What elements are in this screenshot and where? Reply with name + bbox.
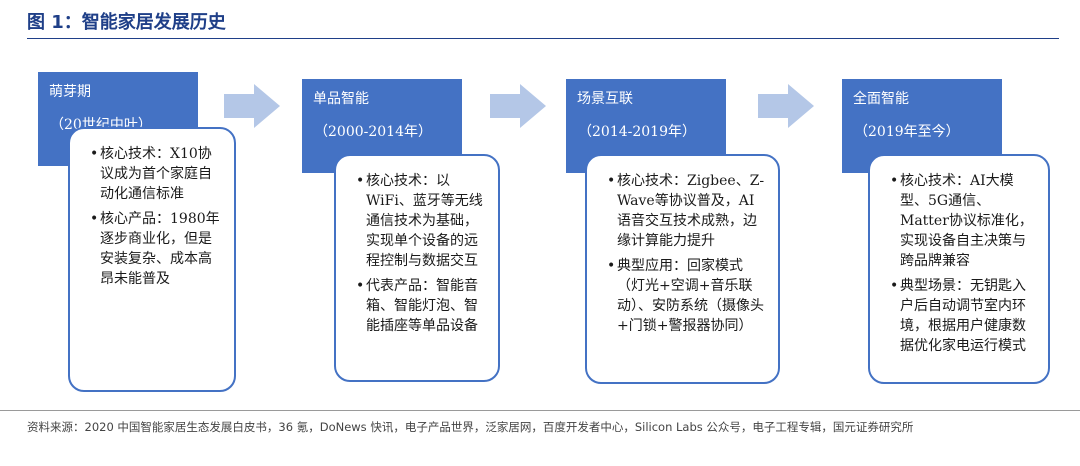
stage-3-item: 典型应用：回家模式（灯光+空调+音乐联动）、安防系统（摄像头+门锁+警报器协同） bbox=[607, 256, 766, 336]
stage-2-card: 核心技术：以WiFi、蓝牙等无线通信技术为基础，实现单个设备的远程控制与数据交互… bbox=[334, 154, 500, 382]
stage-1-item: 核心技术：X10协议成为首个家庭自动化通信标准 bbox=[90, 144, 222, 204]
footer-rule bbox=[0, 410, 1080, 411]
arrow-right-icon bbox=[490, 84, 546, 128]
stage-2-item: 核心技术：以WiFi、蓝牙等无线通信技术为基础，实现单个设备的远程控制与数据交互 bbox=[356, 171, 486, 271]
title-rule bbox=[27, 38, 1059, 39]
stage-3-card: 核心技术：Zigbee、Z-Wave等协议普及，AI语音交互技术成熟，边缘计算能… bbox=[585, 154, 780, 384]
stage-1-card: 核心技术：X10协议成为首个家庭自动化通信标准 核心产品：1980年逐步商业化，… bbox=[68, 127, 236, 392]
stage-2-item: 代表产品：智能音箱、智能灯泡、智能插座等单品设备 bbox=[356, 276, 486, 336]
stage-3-name: 场景互联 bbox=[577, 91, 633, 107]
stage-4-item: 核心技术：AI大模型、5G通信、Matter协议标准化，实现设备自主决策与跨品牌… bbox=[890, 171, 1036, 271]
stage-4-card: 核心技术：AI大模型、5G通信、Matter协议标准化，实现设备自主决策与跨品牌… bbox=[868, 154, 1050, 384]
arrow-right-icon bbox=[224, 84, 280, 128]
stage-2-period: （2000-2014年） bbox=[314, 124, 432, 140]
stage-4-item: 典型场景：无钥匙入户后自动调节室内环境，根据用户健康数据优化家电运行模式 bbox=[890, 276, 1036, 356]
figure-title: 图 1：智能家居发展历史 bbox=[27, 12, 226, 33]
stage-3-item: 核心技术：Zigbee、Z-Wave等协议普及，AI语音交互技术成熟，边缘计算能… bbox=[607, 171, 766, 251]
stage-1-list: 核心技术：X10协议成为首个家庭自动化通信标准 核心产品：1980年逐步商业化，… bbox=[90, 144, 222, 289]
stage-4-name: 全面智能 bbox=[853, 91, 909, 107]
stage-3-list: 核心技术：Zigbee、Z-Wave等协议普及，AI语音交互技术成熟，边缘计算能… bbox=[607, 171, 766, 336]
stage-4-period: （2019年至今） bbox=[854, 124, 960, 140]
stage-2-name: 单品智能 bbox=[313, 91, 369, 107]
stage-4-list: 核心技术：AI大模型、5G通信、Matter协议标准化，实现设备自主决策与跨品牌… bbox=[890, 171, 1036, 356]
stage-1-name: 萌芽期 bbox=[49, 84, 91, 100]
source-note: 资料来源：2020 中国智能家居生态发展白皮书，36 氪，DoNews 快讯，电… bbox=[27, 420, 914, 434]
stage-2-list: 核心技术：以WiFi、蓝牙等无线通信技术为基础，实现单个设备的远程控制与数据交互… bbox=[356, 171, 486, 336]
stage-1-item: 核心产品：1980年逐步商业化，但是安装复杂、成本高昂未能普及 bbox=[90, 209, 222, 289]
arrow-right-icon bbox=[758, 84, 814, 128]
stage-3-period: （2014-2019年） bbox=[578, 124, 696, 140]
